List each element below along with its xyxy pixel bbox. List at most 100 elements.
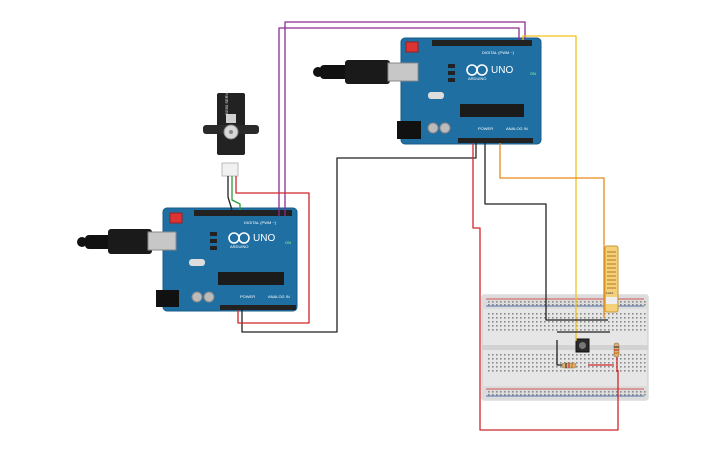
breadboard-hole [576, 358, 578, 360]
breadboard-hole [628, 301, 630, 303]
breadboard-hole [616, 317, 618, 319]
breadboard-hole [520, 370, 522, 372]
reset-button-bottom[interactable] [169, 212, 183, 224]
breadboard-hole [500, 317, 502, 319]
breadboard-hole [512, 391, 514, 393]
breadboard-hole [600, 321, 602, 323]
breadboard-hole [536, 329, 538, 331]
smd-bottom-2 [210, 239, 217, 243]
breadboard-hole [560, 358, 562, 360]
breadboard-hole [608, 329, 610, 331]
breadboard-hole [532, 391, 534, 393]
flex-sensor-stripes [607, 251, 616, 289]
wire-orange[interactable] [499, 143, 605, 318]
servo-motor[interactable]: SG90 SERVO [203, 90, 259, 177]
arduino-bottom[interactable]: UNO ARDUINO DIGITAL (PWM ~) POWER ANALOG… [77, 207, 298, 312]
flex-sensor[interactable]: FLEX [604, 245, 619, 313]
power-analog-header-bottom[interactable] [220, 305, 296, 310]
digital-header-top[interactable] [432, 40, 532, 46]
wire-red-power[interactable] [472, 143, 619, 431]
breadboard[interactable] [481, 294, 649, 401]
breadboard-hole [504, 362, 506, 364]
wire-black-servo[interactable] [227, 176, 233, 211]
breadboard-hole [628, 370, 630, 372]
usb-port-bottom [147, 231, 177, 251]
wire-black-boards[interactable] [241, 143, 477, 333]
breadboard-hole [600, 329, 602, 331]
breadboard-hole [548, 301, 550, 303]
breadboard-hole [504, 317, 506, 319]
breadboard-hole [624, 304, 626, 306]
crystal-top [428, 92, 444, 99]
breadboard-hole [620, 362, 622, 364]
breadboard-hole [612, 362, 614, 364]
breadboard-hole [596, 325, 598, 327]
wire-purple-2[interactable] [284, 21, 526, 216]
breadboard-hole [584, 329, 586, 331]
breadboard-hole [528, 354, 530, 356]
breadboard-hole [644, 366, 646, 368]
breadboard-hole [592, 358, 594, 360]
smd-top-1 [448, 64, 455, 68]
wire-bb-black-2[interactable] [556, 340, 562, 366]
breadboard-hole [572, 325, 574, 327]
breadboard-hole [596, 317, 598, 319]
breadboard-hole [580, 370, 582, 372]
usb-cable-end-bottom [77, 237, 87, 247]
breadboard-hole [564, 391, 566, 393]
wire-purple-1[interactable] [278, 27, 520, 216]
usb-cable-end-top [313, 67, 323, 77]
breadboard-hole [540, 391, 542, 393]
breadboard-hole [532, 370, 534, 372]
breadboard-hole [572, 301, 574, 303]
reset-button-top[interactable] [405, 41, 419, 53]
breadboard-hole [516, 304, 518, 306]
breadboard-hole [528, 394, 530, 396]
breadboard-hole [540, 304, 542, 306]
power-analog-header-top[interactable] [458, 138, 533, 143]
breadboard-hole [640, 394, 642, 396]
breadboard-hole [576, 354, 578, 356]
breadboard-hole [600, 325, 602, 327]
push-button[interactable] [575, 338, 590, 353]
breadboard-hole [560, 301, 562, 303]
breadboard-hole [548, 366, 550, 368]
breadboard-hole [532, 325, 534, 327]
breadboard-hole [616, 321, 618, 323]
breadboard-hole [532, 321, 534, 323]
breadboard-hole [544, 317, 546, 319]
breadboard-hole [504, 313, 506, 315]
breadboard-hole [532, 366, 534, 368]
breadboard-hole [536, 321, 538, 323]
breadboard-hole [488, 370, 490, 372]
wire-green-servo[interactable] [231, 176, 241, 210]
usb-plug-top [345, 60, 390, 84]
wire-black-ground[interactable] [484, 143, 608, 321]
breadboard-hole [492, 317, 494, 319]
breadboard-hole [520, 317, 522, 319]
breadboard-hole [548, 329, 550, 331]
breadboard-hole [644, 304, 646, 306]
breadboard-hole [540, 362, 542, 364]
push-button-cap[interactable] [579, 342, 586, 349]
breadboard-hole [584, 304, 586, 306]
breadboard-hole [588, 394, 590, 396]
breadboard-hole [592, 301, 594, 303]
breadboard-hole [600, 370, 602, 372]
breadboard-hole [604, 354, 606, 356]
arduino-top[interactable]: UNO ARDUINO DIGITAL (PWM ~) POWER ANALOG… [313, 37, 542, 145]
breadboard-hole [608, 394, 610, 396]
breadboard-hole [620, 313, 622, 315]
breadboard-hole [524, 391, 526, 393]
wire-yellow[interactable] [522, 35, 577, 341]
breadboard-hole [520, 366, 522, 368]
breadboard-hole [564, 354, 566, 356]
wire-red-servo[interactable] [235, 176, 310, 324]
digital-header-bottom[interactable] [194, 210, 292, 216]
breadboard-hole [560, 362, 562, 364]
breadboard-hole [520, 394, 522, 396]
breadboard-hole [580, 366, 582, 368]
breadboard-hole [608, 370, 610, 372]
breadboard-hole [628, 329, 630, 331]
usb-port-top [387, 62, 419, 82]
